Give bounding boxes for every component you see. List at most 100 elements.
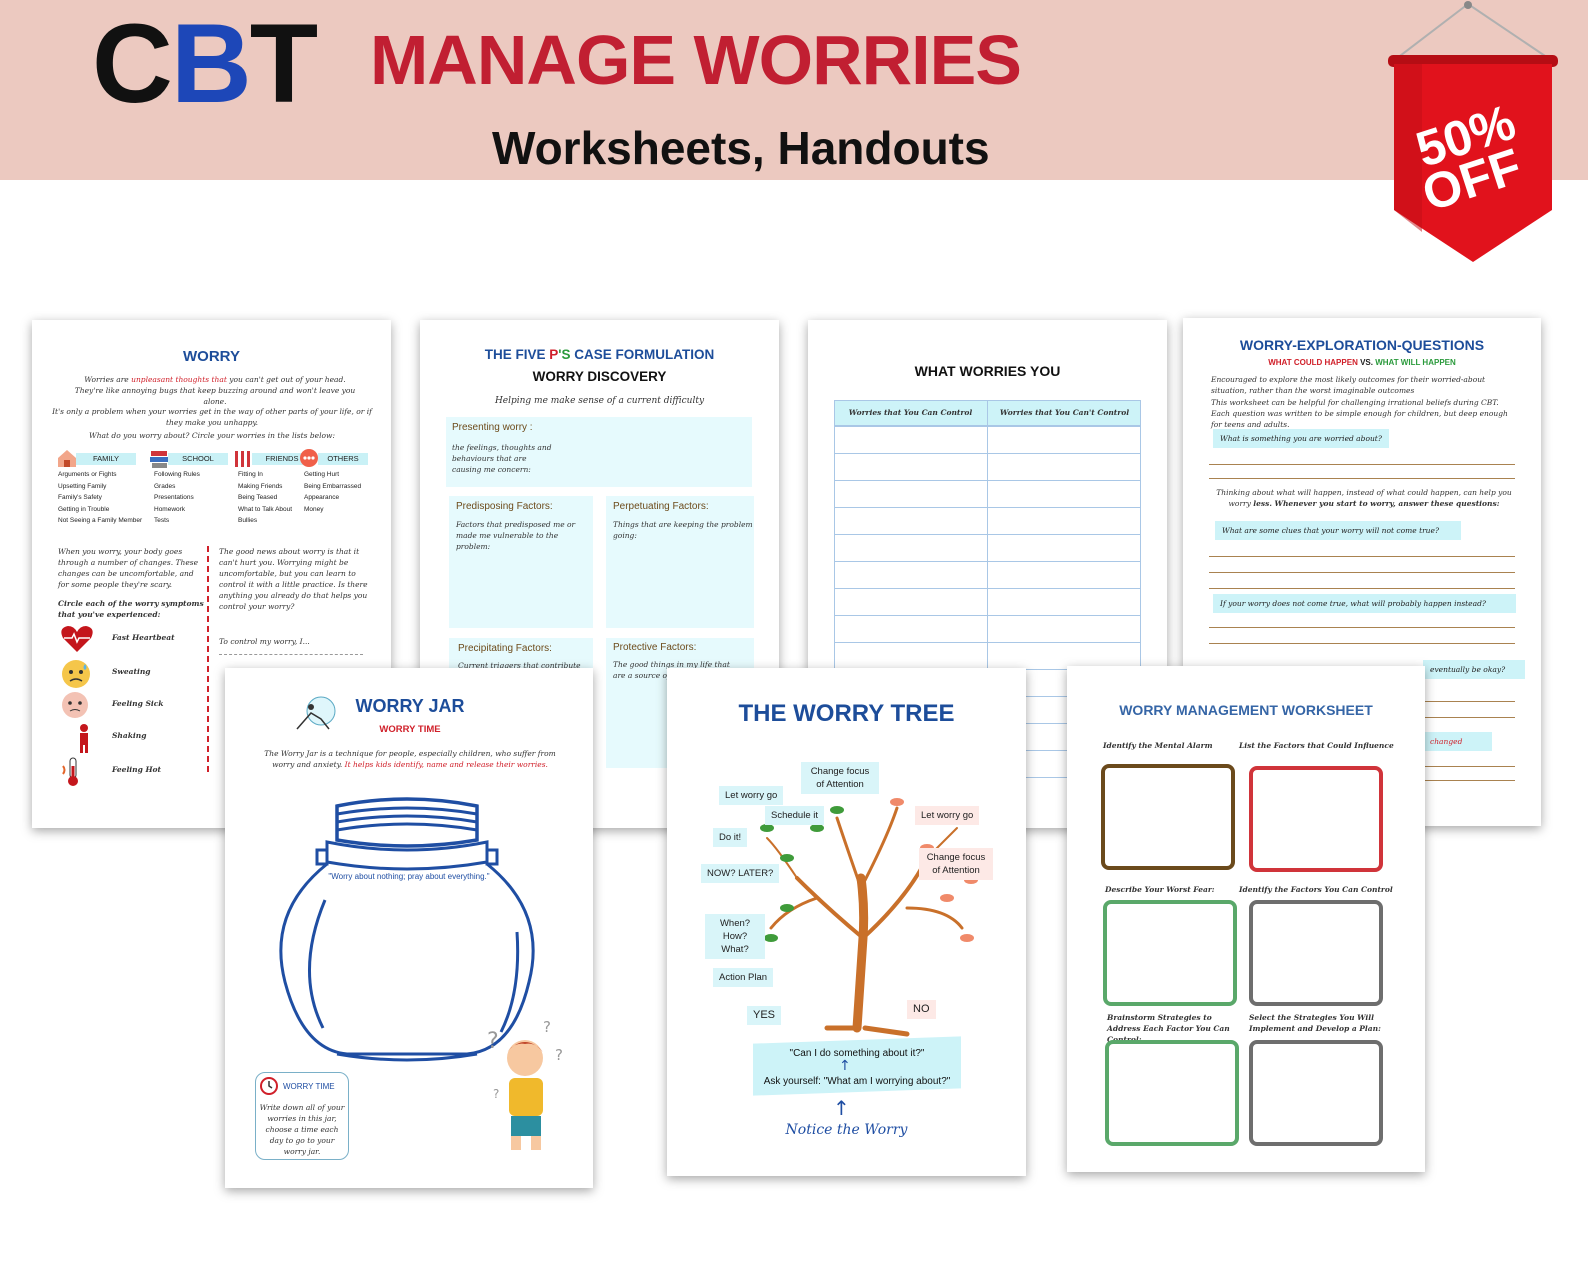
svg-text:?: ?	[555, 1046, 563, 1064]
table-cell[interactable]	[834, 507, 988, 535]
heart-icon[interactable]	[60, 624, 94, 658]
five-ps-tagline: Helping me make sense of a current diffi…	[494, 396, 705, 406]
tree-label: Change focus of Attention	[919, 848, 993, 880]
worry-item[interactable]: Getting Hurt	[304, 471, 340, 478]
symptom-label[interactable]: Feeling Hot	[112, 765, 162, 774]
worry-time-text: Write down all of your worries in this j…	[259, 1103, 345, 1156]
answer-line	[219, 654, 363, 655]
worry-item[interactable]: Presentations	[154, 494, 194, 501]
worry-item[interactable]: Making Friends	[238, 482, 283, 490]
predisposing-box[interactable]	[449, 496, 593, 628]
what-worries-title: WHAT WORRIES YOU	[914, 363, 1061, 379]
worry-item[interactable]: Tests	[154, 517, 170, 524]
worry-item[interactable]: Family's Safety	[58, 494, 102, 501]
exploration-cbt-note: This worksheet can be helpful for challe…	[1211, 398, 1508, 429]
answer-box[interactable]	[1249, 766, 1383, 872]
perpetuating-label: Perpetuating Factors:	[613, 501, 709, 512]
mgmt-heading-2: List the Factors that Could Influence	[1239, 741, 1394, 750]
answer-box[interactable]	[1249, 900, 1383, 1006]
worry-item[interactable]: Bullies	[238, 517, 258, 524]
presenting-worry-box[interactable]	[446, 417, 752, 487]
books-icon	[148, 447, 170, 473]
table-cell[interactable]	[834, 534, 988, 562]
tree-illustration	[760, 798, 978, 1037]
jar-drawing	[279, 797, 535, 1062]
table-cell[interactable]	[987, 453, 1141, 481]
table-cell[interactable]	[834, 588, 988, 616]
table-cell[interactable]	[987, 561, 1141, 589]
svg-text:?: ?	[493, 1087, 499, 1101]
worry-item[interactable]: Upsetting Family	[58, 482, 107, 490]
sick-face-icon[interactable]	[60, 690, 90, 724]
tree-question-2: Ask yourself: "What am I worrying about?…	[763, 1076, 951, 1087]
worry-item[interactable]: Homework	[154, 505, 186, 513]
worry-item[interactable]: Being Teased	[238, 494, 278, 501]
category-label: FAMILY	[76, 453, 136, 465]
table-cell[interactable]	[834, 561, 988, 589]
table-cell[interactable]	[987, 534, 1141, 562]
perpetuating-desc: Things that are keeping the problem goin…	[613, 520, 753, 540]
protective-desc: The good things in my life that are a so…	[613, 660, 730, 680]
table-cell[interactable]	[987, 642, 1141, 670]
thinking-boy-icon: ? ? ? ?	[487, 1018, 563, 1150]
table-cell[interactable]	[834, 453, 988, 481]
worksheet-worry-jar: WORRY JAR WORRY TIME The Worry Jar is a …	[225, 668, 593, 1188]
symptom-label[interactable]: Fast Heartbeat	[112, 633, 175, 642]
category-label: SCHOOL	[168, 453, 228, 465]
symptom-label[interactable]: Shaking	[112, 731, 147, 740]
worry-item[interactable]: Appearance	[304, 494, 340, 501]
exploration-intro: Encouraged to explore the most likely ou…	[1211, 375, 1486, 395]
answer-box[interactable]	[1249, 1040, 1383, 1146]
worry-item[interactable]: Getting in Trouble	[58, 505, 110, 513]
sweat-face-icon[interactable]	[60, 658, 92, 694]
tree-label: Let worry go	[719, 786, 784, 805]
table-cell[interactable]	[834, 642, 988, 670]
protective-label: Protective Factors:	[613, 642, 697, 653]
shaking-person-icon[interactable]	[72, 722, 96, 758]
worry-item[interactable]: Not Seeing a Family Member	[58, 517, 143, 524]
exploration-subtitle: WHAT COULD HAPPEN VS. WHAT WILL HAPPEN	[1268, 358, 1456, 367]
worry-item[interactable]: Fitting In	[238, 471, 263, 478]
worry-item[interactable]: What to Talk About	[238, 505, 293, 513]
worry-item[interactable]: Money	[304, 505, 324, 513]
table-row	[834, 642, 1141, 670]
perpetuating-box[interactable]	[606, 496, 754, 628]
worry-item[interactable]: Grades	[154, 482, 176, 490]
symptom-label[interactable]: Feeling Sick	[112, 699, 164, 708]
svg-text:?: ?	[487, 1029, 499, 1054]
dots-icon	[298, 447, 320, 473]
answer-box[interactable]	[1105, 1040, 1239, 1146]
brand-logo: CBT	[92, 1, 318, 126]
jar-title: WORRY JAR	[355, 696, 465, 716]
worry-symptoms-instruction: Circle each of the worry symptoms that y…	[58, 599, 204, 619]
table-cell[interactable]	[987, 426, 1141, 454]
table-row	[834, 561, 1141, 589]
tree-label: NOW? LATER?	[701, 864, 780, 883]
table-cell[interactable]	[834, 615, 988, 643]
worry-problem-text: It's only a problem when your worries ge…	[52, 407, 372, 427]
page-subtitle: Worksheets, Handouts	[492, 122, 990, 174]
symptom-label[interactable]: Sweating	[112, 667, 151, 676]
table-cell[interactable]	[834, 426, 988, 454]
worry-item[interactable]: Being Embarrassed	[304, 482, 362, 490]
table-cell[interactable]	[987, 588, 1141, 616]
table-row	[834, 588, 1141, 616]
table-cell[interactable]	[987, 615, 1141, 643]
thermometer-icon[interactable]	[60, 756, 86, 792]
mgmt-heading-5: Brainstorm Strategies to Address Each Fa…	[1107, 1013, 1230, 1044]
tree-label: Schedule it	[765, 806, 825, 825]
mgmt-heading-4: Identify the Factors You Can Control	[1239, 885, 1393, 894]
table-cell[interactable]	[987, 480, 1141, 508]
worry-item[interactable]: Following Rules	[154, 471, 200, 478]
table-cell[interactable]	[834, 480, 988, 508]
table-row	[834, 480, 1141, 508]
five-ps-title: THE FIVE P'S CASE FORMULATION	[484, 347, 715, 362]
worry-item[interactable]: Arguments or Fights	[58, 471, 117, 478]
answer-box[interactable]	[1101, 764, 1235, 870]
answer-box[interactable]	[1103, 900, 1237, 1006]
tree-label: Change focus of Attention	[801, 762, 879, 794]
exploration-title: WORRY-EXPLORATION-QUESTIONS	[1239, 337, 1485, 353]
table-row	[834, 453, 1141, 481]
table-cell[interactable]	[987, 507, 1141, 535]
col-can-control: Worries that You Can Control	[848, 408, 973, 417]
